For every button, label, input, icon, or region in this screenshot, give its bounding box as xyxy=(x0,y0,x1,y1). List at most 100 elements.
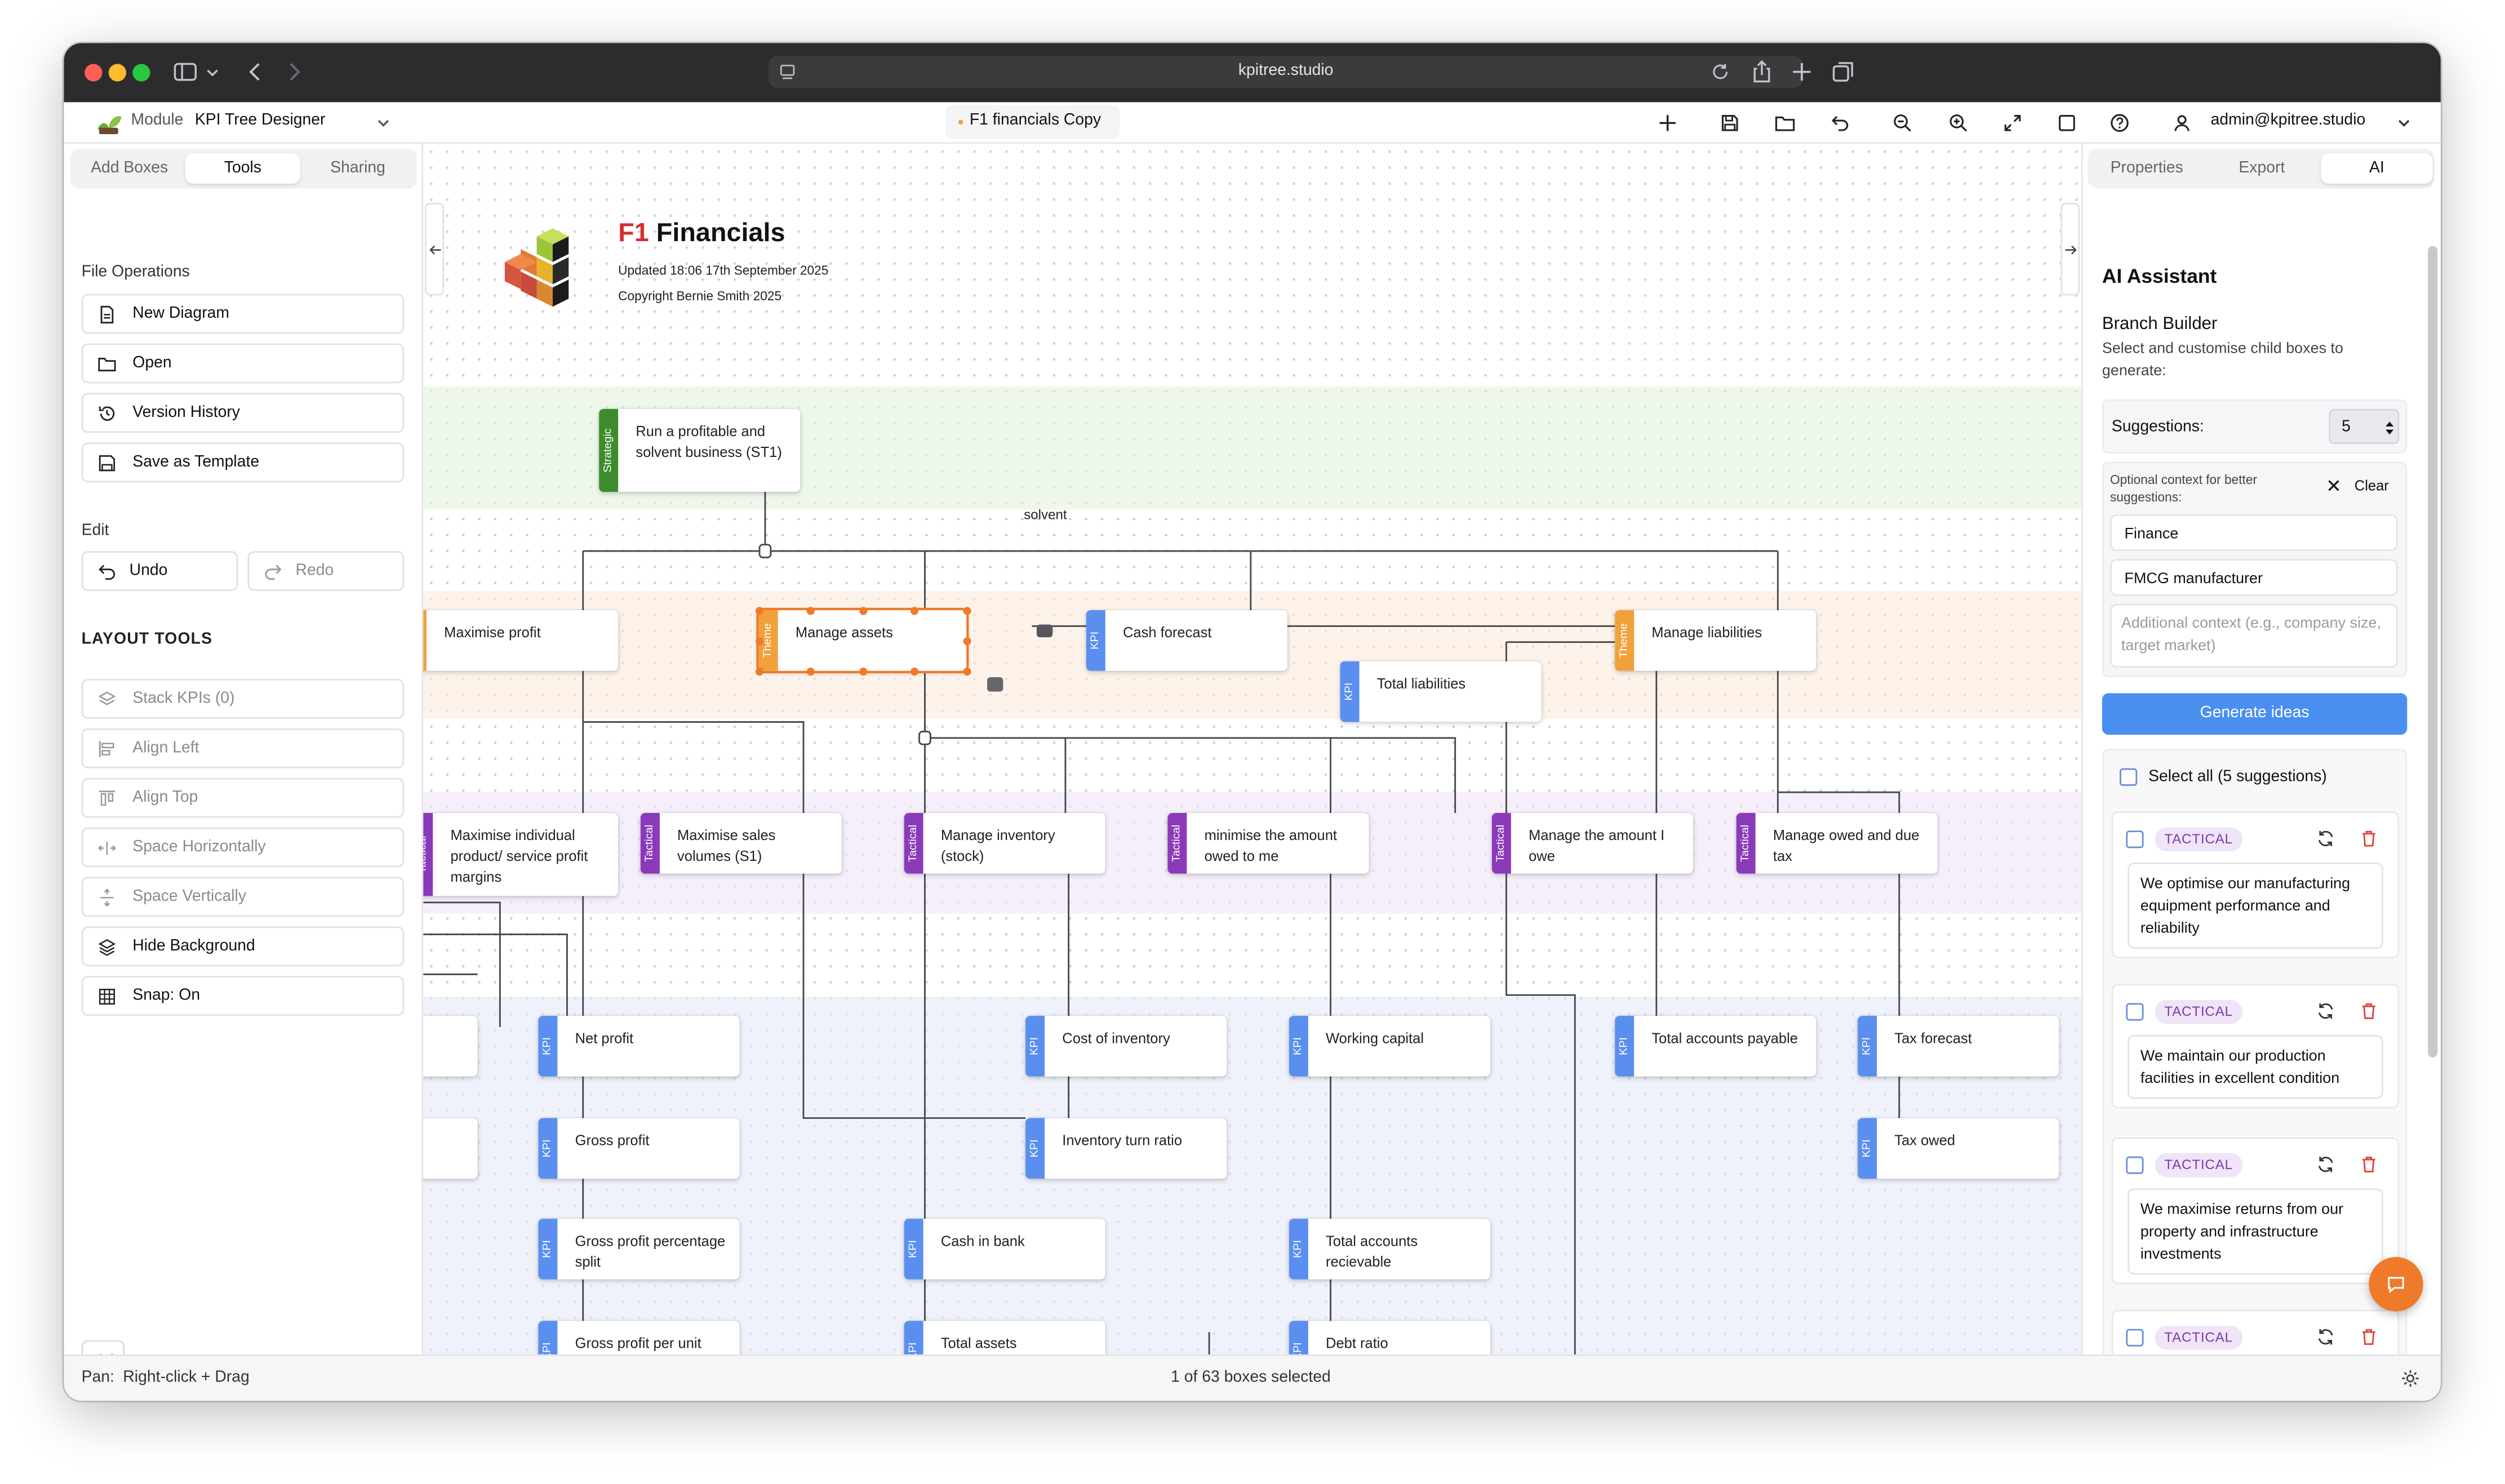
delete-icon[interactable] xyxy=(2359,1002,2378,1021)
frame-icon[interactable] xyxy=(2057,113,2076,132)
resize-handle[interactable] xyxy=(754,636,763,645)
space-vertically-button[interactable]: Space Vertically xyxy=(81,877,405,917)
redo-button[interactable]: Redo xyxy=(247,551,405,591)
reload-icon[interactable] xyxy=(1711,63,1730,82)
suggestion-checkbox[interactable] xyxy=(2126,830,2144,848)
kpi-box[interactable]: KPI xyxy=(423,1016,478,1077)
diagram-canvas[interactable]: F1 Financials Updated 18:06 17th Septemb… xyxy=(423,144,2082,1355)
tab-overview-icon[interactable] xyxy=(1831,59,1856,85)
add-icon[interactable] xyxy=(1658,113,1677,132)
select-all-row[interactable]: Select all (5 suggestions) xyxy=(2112,763,2396,797)
collapse-left-button[interactable] xyxy=(425,203,445,296)
tab-tools[interactable]: Tools xyxy=(185,153,300,184)
resize-handle[interactable] xyxy=(910,606,919,615)
resize-handle[interactable] xyxy=(962,606,971,615)
version-history-button[interactable]: Version History xyxy=(81,393,405,433)
resize-handle[interactable] xyxy=(754,606,763,615)
delete-icon[interactable] xyxy=(2359,829,2378,848)
align-top-button[interactable]: Align Top xyxy=(81,777,405,818)
save-icon[interactable] xyxy=(1720,113,1739,132)
stack-kpis-button[interactable]: Stack KPIs (0) xyxy=(81,678,405,719)
resize-handle[interactable] xyxy=(858,667,867,675)
connector-junction[interactable] xyxy=(918,731,931,745)
minimize-window-button[interactable] xyxy=(108,64,126,82)
fit-screen-icon[interactable] xyxy=(2003,113,2022,132)
tab-ai[interactable]: AI xyxy=(2321,153,2433,184)
select-all-checkbox[interactable] xyxy=(2120,768,2138,786)
delete-icon[interactable] xyxy=(2359,1155,2378,1174)
folder-icon[interactable] xyxy=(1775,113,1796,132)
resize-handle[interactable] xyxy=(806,606,815,615)
tab-export[interactable]: Export xyxy=(2238,159,2285,177)
clear-button[interactable]: Clear xyxy=(2354,477,2389,494)
space-horizontally-button[interactable]: Space Horizontally xyxy=(81,827,405,868)
user-email[interactable]: admin@kpitree.studio xyxy=(2210,112,2366,130)
chevron-down-icon[interactable] xyxy=(2396,115,2412,131)
tab-add-boxes[interactable]: Add Boxes xyxy=(91,159,168,177)
resize-handle[interactable] xyxy=(806,667,815,675)
save-as-template-button[interactable]: Save as Template xyxy=(81,442,405,483)
chat-button[interactable] xyxy=(2369,1257,2423,1312)
resize-handle[interactable] xyxy=(962,667,971,675)
user-icon[interactable] xyxy=(2173,113,2192,132)
document-tab[interactable]: F1 financials Copy xyxy=(945,105,1120,139)
share-icon[interactable] xyxy=(1749,59,1774,85)
suggestion-text[interactable]: We maintain our production facilities in… xyxy=(2128,1035,2383,1099)
connect-handle[interactable] xyxy=(1036,624,1053,638)
resize-handle[interactable] xyxy=(754,667,763,675)
suggestion-text[interactable]: We optimise our manufacturing equipment … xyxy=(2128,862,2383,949)
forward-icon[interactable] xyxy=(281,59,307,85)
resize-handle[interactable] xyxy=(962,636,971,645)
suggestions-stepper[interactable]: 5 xyxy=(2329,408,2400,445)
sidebar-toggle-icon[interactable] xyxy=(172,59,198,85)
regenerate-icon[interactable] xyxy=(2316,1002,2335,1021)
context-input-finance[interactable]: Finance xyxy=(2110,514,2398,552)
address-bar[interactable]: kpitree.studio xyxy=(768,56,1804,88)
chevron-down-icon[interactable] xyxy=(375,115,391,131)
expand-handle[interactable] xyxy=(987,677,1003,692)
gear-icon[interactable] xyxy=(2401,1369,2420,1388)
align-left-button[interactable]: Align Left xyxy=(81,728,405,768)
new-tab-icon[interactable] xyxy=(1789,59,1814,85)
resize-handle[interactable] xyxy=(910,667,919,675)
undo-icon[interactable] xyxy=(1831,113,1850,132)
regenerate-icon[interactable] xyxy=(2316,1327,2335,1347)
theme-box[interactable]: ThemeMaximise profit xyxy=(423,610,619,671)
suggestion-checkbox[interactable] xyxy=(2126,1156,2144,1174)
scrollbar-thumb[interactable] xyxy=(2428,246,2438,1058)
snap-toggle-button[interactable]: Snap: On xyxy=(81,976,405,1016)
additional-context-textarea[interactable]: Additional context (e.g., company size, … xyxy=(2110,603,2398,668)
resize-handle[interactable] xyxy=(858,606,867,615)
suggestion-checkbox[interactable] xyxy=(2126,1329,2144,1347)
tab-properties[interactable]: Properties xyxy=(2110,159,2183,177)
help-icon[interactable] xyxy=(2110,113,2129,132)
back-icon[interactable] xyxy=(243,59,268,85)
suggestion-checkbox[interactable] xyxy=(2126,1003,2144,1021)
suggestion-text[interactable]: We maximise returns from our property an… xyxy=(2128,1188,2383,1275)
connector-junction[interactable] xyxy=(758,544,772,558)
new-diagram-button[interactable]: New Diagram xyxy=(81,294,405,334)
regenerate-icon[interactable] xyxy=(2316,829,2335,848)
